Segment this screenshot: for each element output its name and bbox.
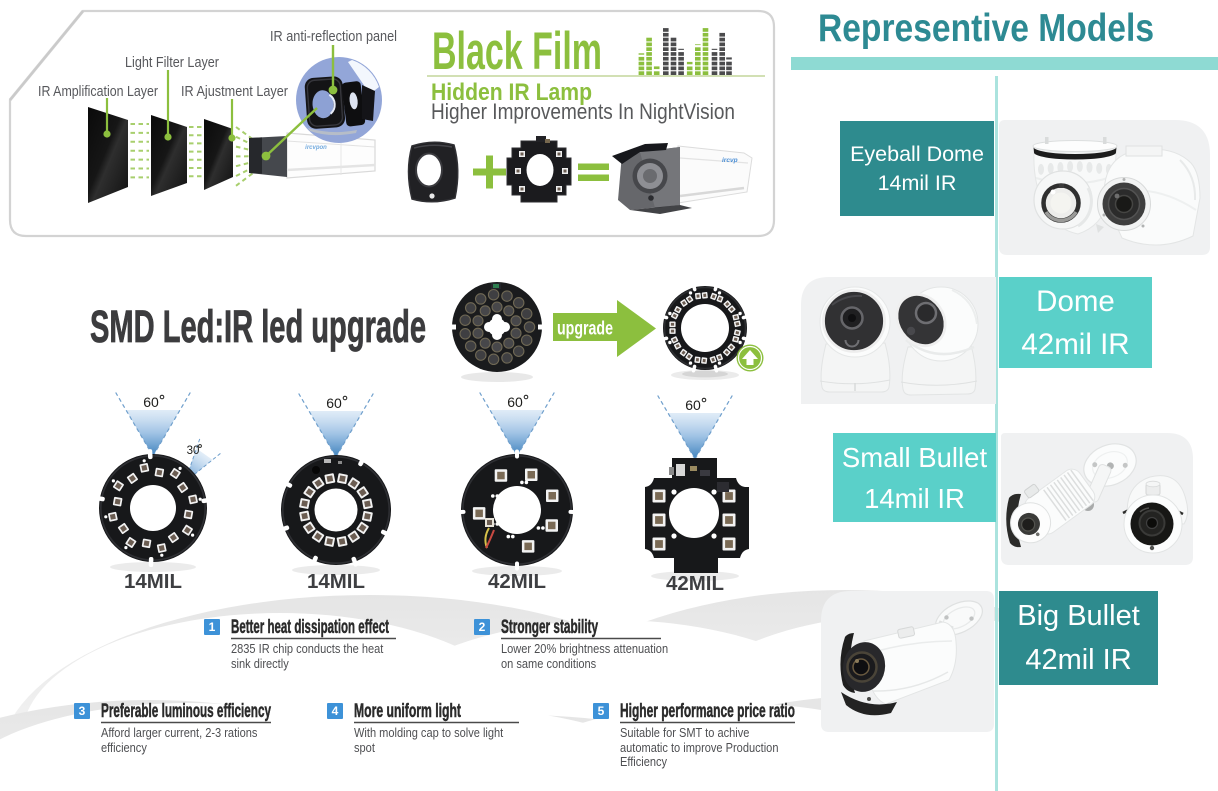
svg-text:ircvpon: ircvpon	[305, 145, 327, 151]
svg-text:Higher performance price ratio: Higher performance price ratio	[620, 701, 795, 722]
svg-text:SMD Led:IR led upgrade: SMD Led:IR led upgrade	[90, 301, 426, 352]
svg-text:Light Filter Layer: Light Filter Layer	[125, 55, 219, 71]
svg-text:Stronger stability: Stronger stability	[501, 617, 598, 638]
svg-text:ircvp: ircvp	[722, 157, 738, 164]
svg-text:14MIL: 14MIL	[307, 571, 365, 593]
svg-text:Higher Improvements In NightVi: Higher Improvements In NightVision	[431, 99, 735, 124]
svg-text:upgrade: upgrade	[557, 319, 613, 340]
svg-text:IR Amplification Layer: IR Amplification Layer	[38, 84, 158, 100]
svg-text:More uniform light: More uniform light	[354, 701, 461, 722]
svg-text:42MIL: 42MIL	[666, 573, 724, 595]
svg-text:60: 60	[685, 397, 701, 413]
svg-text:42MIL: 42MIL	[488, 571, 546, 593]
svg-text:Preferable luminous efficiency: Preferable luminous efficiency	[101, 701, 271, 722]
svg-text:Hidden IR Lamp: Hidden IR Lamp	[431, 79, 592, 106]
svg-text:60: 60	[143, 394, 159, 410]
svg-text:60: 60	[507, 394, 523, 410]
svg-text:30: 30	[187, 445, 200, 457]
svg-text:60: 60	[326, 395, 342, 411]
svg-text:Better heat dissipation effect: Better heat dissipation effect	[231, 617, 389, 638]
svg-text:Representive Models: Representive Models	[818, 7, 1154, 50]
svg-text:Black Film: Black Film	[432, 22, 602, 81]
svg-text:IR anti-reflection panel: IR anti-reflection panel	[270, 29, 397, 45]
svg-text:IR Ajustment Layer: IR Ajustment Layer	[181, 84, 288, 100]
svg-text:14MIL: 14MIL	[124, 571, 182, 593]
